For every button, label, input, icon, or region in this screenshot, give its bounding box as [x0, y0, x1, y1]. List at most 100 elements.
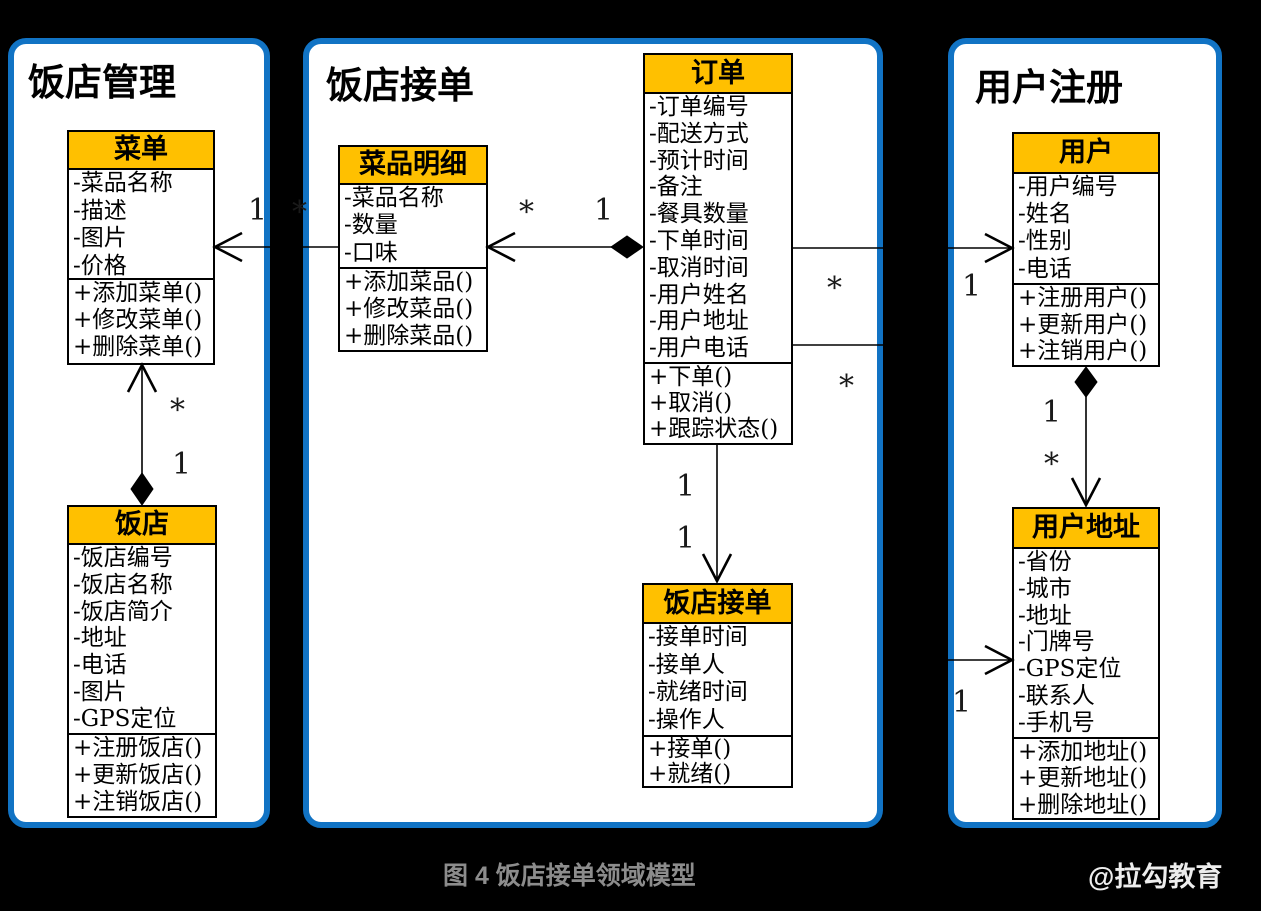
attribute-row: -口味 — [344, 239, 398, 266]
attribute-row: -接单时间 — [648, 624, 748, 650]
attribute-row: -用户地址 — [649, 308, 749, 335]
method-row: +下单() — [649, 364, 733, 390]
method-row: +添加菜单() — [73, 280, 203, 306]
multiplicity-label: 1 — [676, 521, 696, 556]
attribute-row: -取消时间 — [649, 254, 749, 281]
class-dish-detail-attributes: -菜品名称 -数量 -口味 — [340, 185, 486, 269]
multiplicity-label: 1 — [676, 469, 696, 504]
attribute-row: -餐具数量 — [649, 201, 749, 228]
attribute-row: -下单时间 — [649, 227, 749, 254]
class-restaurant-attributes: -饭店编号 -饭店名称 -饭店简介 -地址 -电话 -图片 -GPS定位 — [69, 545, 215, 735]
attribute-row: -省份 — [1018, 549, 1072, 575]
multiplicity-label: * — [292, 195, 307, 230]
attribute-row: -菜品名称 — [73, 170, 173, 196]
brand-watermark: @拉勾教育 — [1088, 862, 1223, 892]
method-row: +更新地址() — [1018, 765, 1148, 792]
attribute-row: -电话 — [73, 652, 127, 679]
method-row: +接单() — [648, 737, 732, 762]
attribute-row: -订单编号 — [649, 94, 749, 120]
attribute-row: -手机号 — [1018, 709, 1095, 736]
attribute-row: -图片 — [73, 225, 127, 251]
class-user-address-attributes: -省份 -城市 -地址 -门牌号 -GPS定位 -联系人 -手机号 — [1014, 549, 1158, 739]
class-menu-methods: +添加菜单() +修改菜单() +删除菜单() — [69, 280, 213, 361]
multiplicity-label: * — [519, 195, 534, 230]
attribute-row: -用户姓名 — [649, 281, 749, 308]
attribute-row: -图片 — [73, 678, 127, 705]
class-user-address-methods: +添加地址() +更新地址() +删除地址() — [1014, 739, 1158, 818]
attribute-row: -数量 — [344, 212, 398, 239]
container-title-restaurant-management: 饭店管理 — [28, 62, 176, 103]
class-menu-attributes: -菜品名称 -描述 -图片 -价格 — [69, 170, 213, 280]
class-dish-detail-title: 菜品明细 — [340, 147, 486, 185]
class-restaurant-title: 饭店 — [69, 507, 215, 545]
class-menu-title: 菜单 — [69, 132, 213, 170]
class-order-title: 订单 — [645, 55, 791, 94]
method-row: +跟踪状态() — [649, 416, 779, 442]
class-order-methods: +下单() +取消() +跟踪状态() — [645, 364, 791, 442]
attribute-row: -电话 — [1018, 255, 1072, 282]
attribute-row: -菜品名称 — [344, 185, 444, 211]
class-restaurant-accept-title: 饭店接单 — [644, 585, 791, 624]
attribute-row: -用户编号 — [1018, 174, 1118, 200]
attribute-row: -描述 — [73, 197, 127, 224]
class-user-address-title: 用户地址 — [1014, 509, 1158, 549]
attribute-row: -用户电话 — [649, 335, 749, 362]
method-row: +注销饭店() — [73, 789, 203, 815]
multiplicity-label: 1 — [172, 447, 192, 482]
multiplicity-label: * — [170, 393, 185, 428]
multiplicity-label: 1 — [952, 685, 972, 720]
attribute-row: -就绪时间 — [648, 679, 748, 706]
class-dish-detail-methods: +添加菜品() +修改菜品() +删除菜品() — [340, 269, 486, 350]
attribute-row: -接单人 — [648, 651, 725, 678]
attribute-row: -GPS定位 — [73, 705, 177, 732]
class-order: 订单 -订单编号 -配送方式 -预计时间 -备注 -餐具数量 -下单时间 -取消… — [643, 53, 793, 445]
multiplicity-label: * — [1044, 447, 1059, 482]
attribute-row: -配送方式 — [649, 120, 749, 147]
method-row: +添加菜品() — [344, 269, 474, 295]
class-restaurant-accept-methods: +接单() +就绪() — [644, 737, 791, 786]
method-row: +更新饭店() — [73, 762, 203, 788]
method-row: +注销用户() — [1018, 338, 1148, 365]
container-title-user-registration: 用户注册 — [975, 67, 1123, 108]
attribute-row: -饭店编号 — [73, 545, 173, 571]
attribute-row: -操作人 — [648, 707, 725, 734]
method-row: +取消() — [649, 390, 733, 416]
multiplicity-label: * — [827, 271, 842, 306]
class-menu: 菜单 -菜品名称 -描述 -图片 -价格 +添加菜单() +修改菜单() +删除… — [67, 130, 215, 365]
class-order-attributes: -订单编号 -配送方式 -预计时间 -备注 -餐具数量 -下单时间 -取消时间 … — [645, 94, 791, 364]
class-restaurant: 饭店 -饭店编号 -饭店名称 -饭店简介 -地址 -电话 -图片 -GPS定位 … — [67, 505, 217, 818]
method-row: +更新用户() — [1018, 311, 1148, 338]
attribute-row: -饭店名称 — [73, 571, 173, 598]
class-restaurant-accept: 饭店接单 -接单时间 -接单人 -就绪时间 -操作人 +接单() +就绪() — [642, 583, 793, 788]
class-restaurant-methods: +注册饭店() +更新饭店() +注销饭店() — [69, 735, 215, 816]
method-row: +注册饭店() — [73, 735, 203, 761]
multiplicity-label: 1 — [248, 193, 268, 228]
multiplicity-label: * — [839, 369, 854, 404]
class-user-title: 用户 — [1014, 134, 1158, 174]
class-dish-detail: 菜品明细 -菜品名称 -数量 -口味 +添加菜品() +修改菜品() +删除菜品… — [338, 145, 488, 352]
multiplicity-label: 1 — [594, 193, 614, 228]
attribute-row: -饭店简介 — [73, 598, 173, 625]
figure-caption: 图 4 饭店接单领域模型 — [443, 862, 696, 890]
class-restaurant-accept-attributes: -接单时间 -接单人 -就绪时间 -操作人 — [644, 624, 791, 737]
class-user-attributes: -用户编号 -姓名 -性别 -电话 — [1014, 174, 1158, 285]
attribute-row: -门牌号 — [1018, 629, 1095, 656]
class-user-methods: +注册用户() +更新用户() +注销用户() — [1014, 285, 1158, 365]
method-row: +添加地址() — [1018, 739, 1148, 765]
method-row: +注册用户() — [1018, 285, 1148, 311]
multiplicity-label: 1 — [1042, 395, 1062, 430]
method-row: +删除地址() — [1018, 791, 1148, 818]
method-row: +修改菜品() — [344, 296, 474, 322]
method-row: +删除菜品() — [344, 323, 474, 349]
attribute-row: -价格 — [73, 252, 127, 279]
attribute-row: -地址 — [73, 625, 127, 652]
method-row: +就绪() — [648, 760, 732, 786]
class-user-address: 用户地址 -省份 -城市 -地址 -门牌号 -GPS定位 -联系人 -手机号 +… — [1012, 507, 1160, 820]
attribute-row: -预计时间 — [649, 147, 749, 174]
attribute-row: -地址 — [1018, 602, 1072, 629]
method-row: +修改菜单() — [73, 307, 203, 333]
method-row: +删除菜单() — [73, 334, 203, 360]
multiplicity-label: 1 — [962, 269, 982, 304]
container-title-restaurant-order-taking: 饭店接单 — [326, 65, 474, 106]
